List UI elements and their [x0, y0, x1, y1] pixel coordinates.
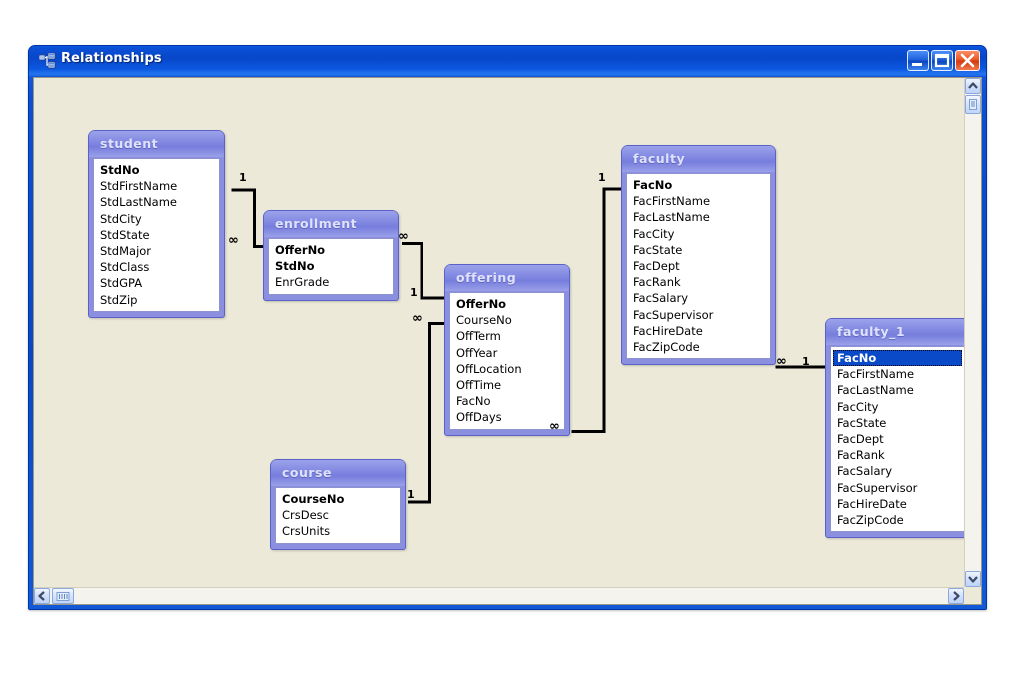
- scroll-left-icon[interactable]: [34, 588, 50, 604]
- minimize-button[interactable]: [907, 50, 929, 71]
- scroll-down-icon[interactable]: [965, 571, 981, 587]
- cardinality-many-student-enrollment: ∞: [228, 233, 239, 248]
- field-row[interactable]: StdZip: [100, 292, 138, 307]
- field-row[interactable]: CrsUnits: [282, 524, 331, 539]
- field-row[interactable]: OfferNo: [456, 297, 507, 311]
- close-button[interactable]: [955, 50, 980, 71]
- field-row[interactable]: StdFirstName: [100, 179, 178, 194]
- field-row[interactable]: StdGPA: [100, 276, 143, 291]
- field-row[interactable]: FacHireDate: [837, 496, 907, 511]
- field-row[interactable]: StdState: [100, 227, 150, 242]
- cardinality-many-course-offering: ∞: [412, 311, 423, 326]
- field-row[interactable]: FacCity: [633, 226, 675, 241]
- field-row[interactable]: OffTerm: [456, 329, 501, 344]
- table-title[interactable]: enrollment: [264, 211, 398, 237]
- table-title[interactable]: faculty: [622, 146, 775, 172]
- window-titlebar[interactable]: Relationships: [29, 46, 986, 76]
- field-row[interactable]: FacSupervisor: [837, 480, 918, 495]
- scroll-up-icon[interactable]: [965, 78, 981, 94]
- field-row[interactable]: StdCity: [100, 211, 142, 226]
- horizontal-scrollbar[interactable]: [34, 587, 964, 604]
- field-row[interactable]: OfferNo: [275, 243, 326, 257]
- field-row[interactable]: EnrGrade: [275, 275, 330, 290]
- field-row[interactable]: FacLastName: [837, 383, 914, 398]
- field-row[interactable]: FacNo: [633, 178, 673, 192]
- relationships-window: Relationships: [28, 45, 987, 610]
- field-row[interactable]: FacDept: [837, 431, 884, 446]
- field-row[interactable]: StdNo: [100, 163, 140, 177]
- field-row[interactable]: StdNo: [275, 259, 315, 274]
- cardinality-one-faculty-faculty1: 1: [802, 355, 810, 368]
- scrollbar-corner: [964, 587, 981, 604]
- table-title[interactable]: student: [89, 131, 224, 157]
- relationships-icon: [38, 52, 56, 69]
- maximize-button[interactable]: [931, 50, 953, 71]
- field-row[interactable]: FacSalary: [633, 291, 689, 306]
- field-row[interactable]: OffLocation: [456, 361, 522, 376]
- field-row[interactable]: FacFirstName: [837, 367, 915, 382]
- field-row[interactable]: FacCity: [837, 399, 879, 414]
- horizontal-scroll-thumb[interactable]: [52, 588, 74, 604]
- field-row[interactable]: FacSalary: [837, 464, 893, 479]
- field-row[interactable]: StdLastName: [100, 195, 177, 210]
- field-row[interactable]: FacRank: [837, 448, 885, 463]
- field-row[interactable]: CrsDesc: [282, 508, 329, 523]
- vertical-scrollbar[interactable]: [964, 78, 981, 587]
- scroll-right-icon[interactable]: [948, 588, 964, 604]
- field-row[interactable]: FacState: [633, 242, 683, 257]
- field-row[interactable]: FacZipCode: [837, 512, 904, 527]
- field-row[interactable]: FacNo: [456, 394, 491, 409]
- field-row[interactable]: FacRank: [633, 275, 681, 290]
- table-title[interactable]: faculty_1: [826, 319, 964, 345]
- cardinality-many-enrollment-offering: ∞: [398, 229, 409, 244]
- field-row[interactable]: CourseNo: [456, 313, 512, 328]
- cardinality-one-course-offering: 1: [407, 488, 415, 501]
- field-row[interactable]: FacFirstName: [633, 194, 711, 209]
- field-row[interactable]: OffDays: [456, 410, 502, 425]
- field-row[interactable]: FacState: [837, 415, 887, 430]
- field-row[interactable]: FacLastName: [633, 210, 710, 225]
- field-row[interactable]: OffYear: [456, 345, 498, 360]
- field-row[interactable]: FacSupervisor: [633, 307, 714, 322]
- table-title[interactable]: offering: [445, 265, 569, 291]
- field-row[interactable]: FacHireDate: [633, 323, 703, 338]
- cardinality-many-faculty-offering: ∞: [549, 419, 560, 434]
- field-row[interactable]: StdMajor: [100, 243, 152, 258]
- window-title: Relationships: [61, 51, 162, 66]
- field-row[interactable]: StdClass: [100, 260, 150, 275]
- cardinality-one-enrollment-offering: 1: [410, 286, 418, 299]
- vertical-scroll-thumb[interactable]: [965, 95, 981, 114]
- field-row[interactable]: OffTime: [456, 377, 502, 392]
- field-row[interactable]: FacDept: [633, 258, 680, 273]
- cardinality-many-faculty-faculty1: ∞: [776, 354, 787, 369]
- field-row[interactable]: FacZipCode: [633, 339, 700, 354]
- table-title[interactable]: course: [271, 460, 405, 486]
- field-row[interactable]: CourseNo: [282, 492, 345, 506]
- cardinality-one-student-enrollment: 1: [239, 171, 247, 184]
- field-row[interactable]: FacNo: [833, 350, 962, 367]
- cardinality-one-faculty-offering: 1: [598, 171, 606, 184]
